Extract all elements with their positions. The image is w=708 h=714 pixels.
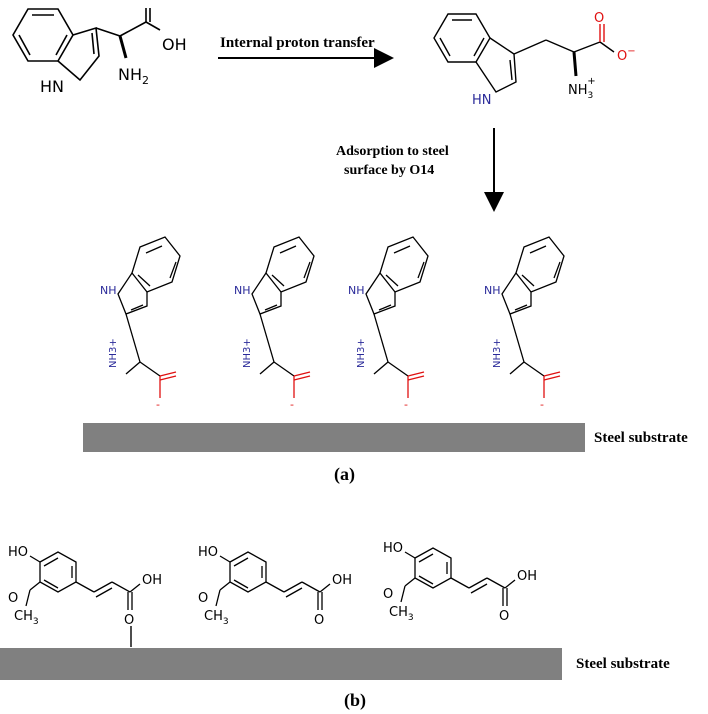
trp-neutral-nh2: NH2 (118, 65, 149, 87)
ferulic-acid: HO O CH3 OH O (198, 545, 352, 628)
ferulic-carbonyl-o: O (499, 609, 509, 624)
tryptophan-neutral (12, 8, 161, 82)
adsorbed-nh-label: NH (234, 284, 251, 297)
zwitterion-o-minus: O− (617, 46, 636, 64)
adsorption-label-1: Adsorption to steel (336, 144, 449, 159)
ferulic-acid: HO O CH3 OH O (383, 541, 537, 624)
ferulic-ch3-label: CH3 (204, 609, 229, 627)
ferulic-ho-label: HO (383, 541, 403, 556)
adsorbed-nh3-label: NH3+ (492, 338, 503, 368)
adsorbed-carboxylate-charge: - (404, 398, 408, 411)
panel-a-label: (a) (334, 464, 355, 485)
adsorbed-nh3-label: NH3+ (108, 338, 119, 368)
adsorbed-tryptophan: NH NH3+ - (100, 236, 181, 411)
zwitterion-hn: HN (472, 93, 492, 108)
panel-b-label: (b) (344, 690, 366, 711)
tryptophan-zwitterion (433, 13, 615, 93)
adsorbed-tryptophan: NH NH3+ - (348, 236, 429, 411)
zwitterion-nh3: NH3+ (568, 76, 596, 101)
ferulic-o-label: O (8, 591, 18, 606)
ferulic-acid: HO O CH3 OH O (8, 545, 162, 628)
trp-neutral-oh: OH (162, 35, 187, 54)
trp-neutral-hn: HN (40, 77, 64, 96)
adsorbed-tryptophan: NH NH3+ - (234, 236, 315, 411)
adsorbed-carboxylate-charge: - (290, 398, 294, 411)
steel-substrate-a (83, 423, 585, 452)
adsorbed-molecules: NH NH3+ - NH NH3+ - NH NH3+ - NH NH3+ - (100, 236, 565, 411)
ferulic-oh-label: OH (332, 573, 352, 588)
ferulic-oh-label: OH (517, 569, 537, 584)
ferulic-carbonyl-o: O (124, 613, 134, 628)
ferulic-ch3-label: CH3 (14, 609, 39, 627)
ferulic-carbonyl-o: O (314, 613, 324, 628)
ferulic-ch3-label: CH3 (389, 605, 414, 623)
adsorption-label-2: surface by O14 (344, 163, 434, 178)
adsorbed-nh-label: NH (348, 284, 365, 297)
zwitterion-o-top: O (594, 11, 604, 26)
ferulic-o-label: O (383, 587, 393, 602)
adsorbed-carboxylate-charge: - (540, 398, 544, 411)
adsorbed-tryptophan: NH NH3+ - (484, 236, 565, 411)
adsorbed-carboxylate-charge: - (156, 398, 160, 411)
ferulic-ho-label: HO (198, 545, 218, 560)
proton-transfer-label: Internal proton transfer (220, 35, 375, 51)
adsorbed-nh3-label: NH3+ (242, 338, 253, 368)
adsorbed-nh3-label: NH3+ (356, 338, 367, 368)
steel-substrate-a-label: Steel substrate (594, 430, 688, 446)
adsorbed-nh-label: NH (100, 284, 117, 297)
ferulic-ho-label: HO (8, 545, 28, 560)
steel-substrate-b (0, 648, 562, 680)
ferulic-o-label: O (198, 591, 208, 606)
adsorbed-nh-label: NH (484, 284, 501, 297)
steel-substrate-b-label: Steel substrate (576, 656, 670, 672)
ferulic-oh-label: OH (142, 573, 162, 588)
